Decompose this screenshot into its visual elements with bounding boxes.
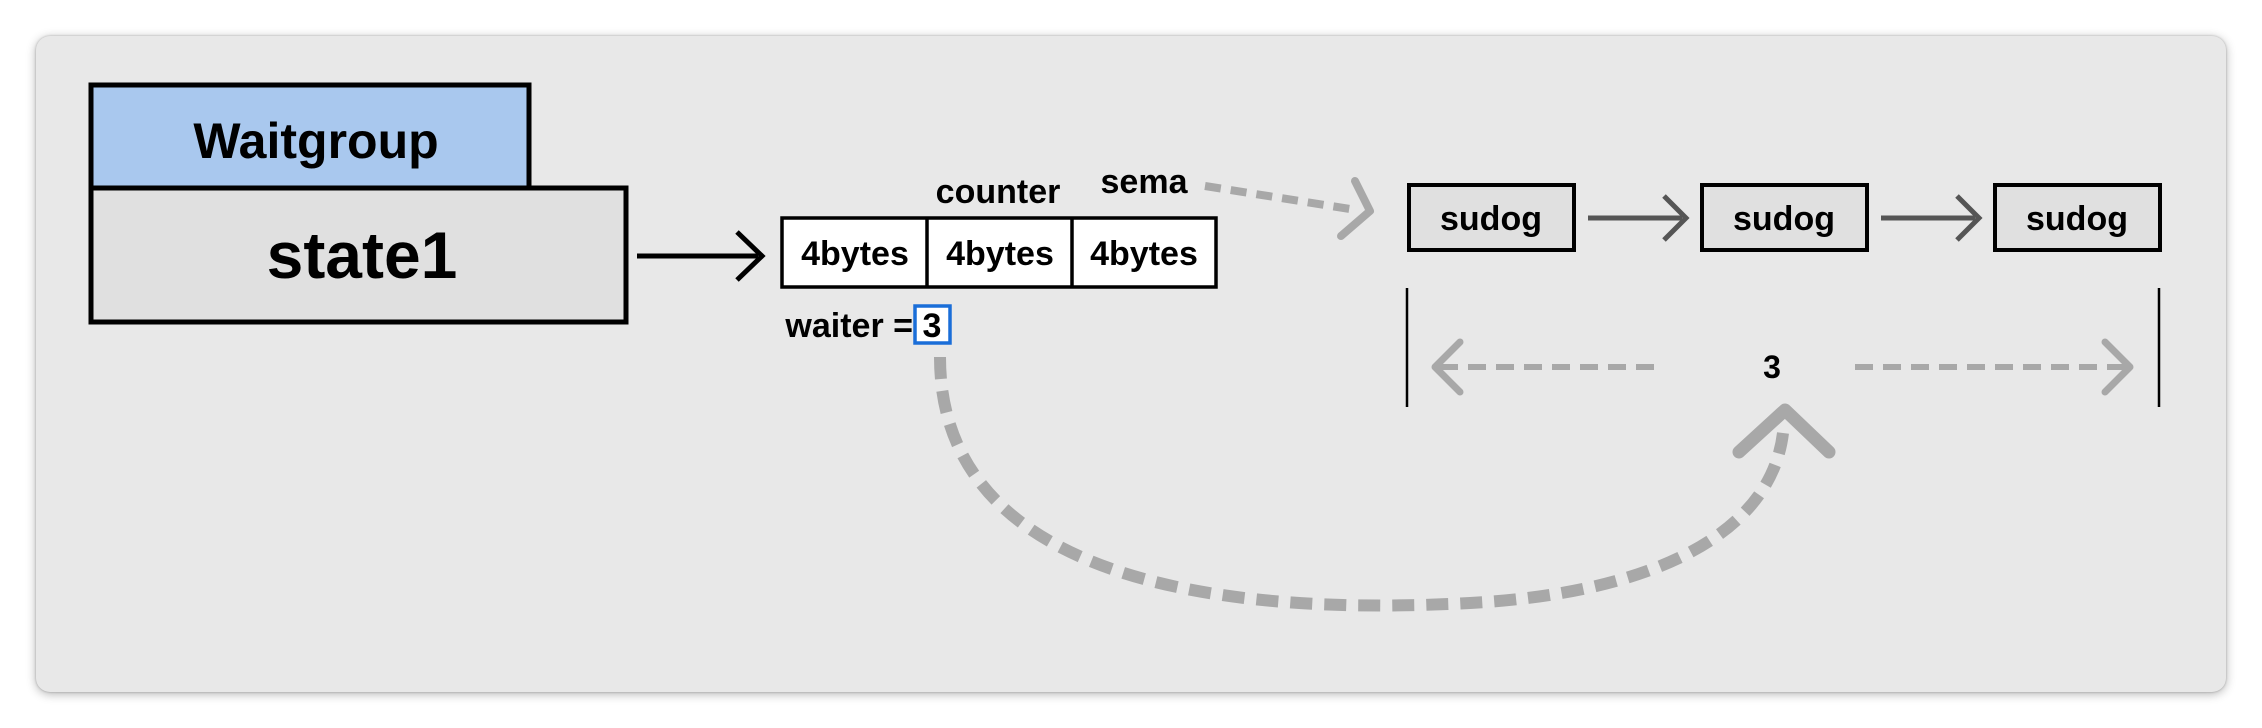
state1-arrow	[637, 230, 766, 282]
waiter-label: waiter =	[784, 307, 913, 345]
sema-label: sema	[1101, 163, 1189, 201]
cell-3: 4bytes	[1090, 235, 1198, 273]
sudog-label-2: sudog	[1733, 200, 1835, 238]
cell-2: 4bytes	[946, 235, 1054, 273]
state1-label: state1	[267, 218, 458, 292]
waitgroup-box: Waitgroup	[88, 82, 532, 191]
sudog-box-3: sudog	[1993, 183, 2162, 252]
queue-count-label: 3	[1763, 349, 1781, 385]
waiter-value-box: 3	[913, 304, 952, 345]
state1-box: state1	[88, 185, 629, 325]
sudog-link-arrow-2	[1881, 194, 1983, 242]
waitgroup-label: Waitgroup	[193, 113, 438, 169]
sudog-box-1: sudog	[1407, 183, 1576, 252]
cell-1: 4bytes	[801, 235, 909, 273]
state1-cells: 4bytes 4bytes 4bytes	[780, 216, 1218, 289]
counter-label: counter	[936, 173, 1061, 211]
waiter-value: 3	[923, 307, 942, 345]
queue-span-bracket: 3	[1405, 288, 2161, 407]
sudog-link-arrow-1	[1588, 194, 1690, 242]
sudog-box-2: sudog	[1700, 183, 1869, 252]
sema-dashed-arrow	[1204, 177, 1374, 240]
waiter-curved-arrow	[934, 356, 1836, 612]
sudog-label-3: sudog	[2026, 200, 2128, 238]
sudog-label-1: sudog	[1440, 200, 1542, 238]
